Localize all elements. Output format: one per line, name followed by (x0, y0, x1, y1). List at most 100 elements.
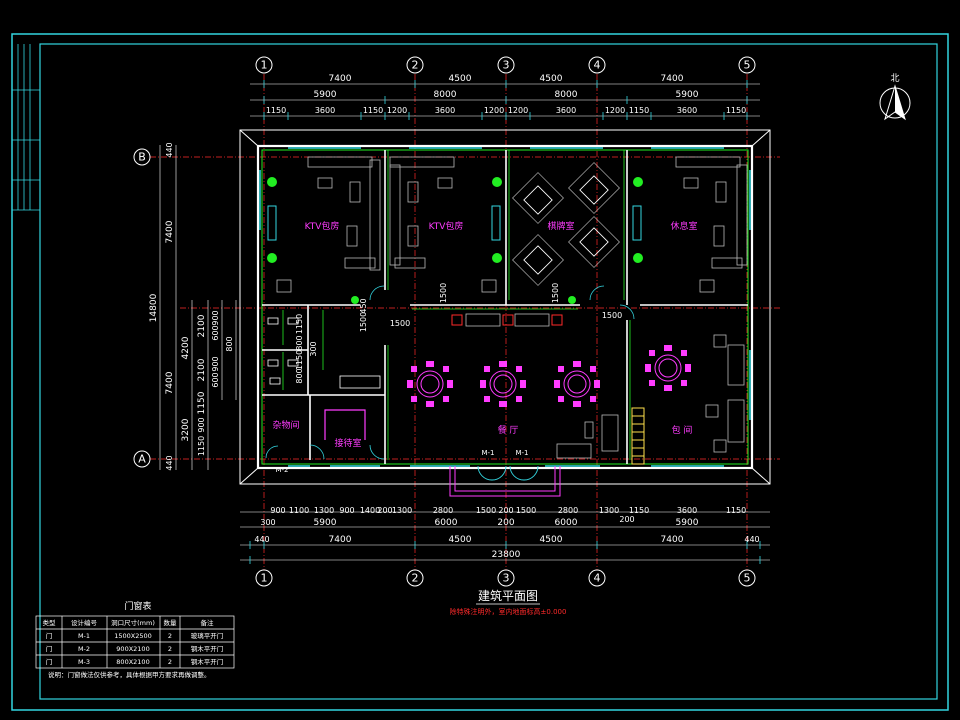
door-table-header-type: 类型 (43, 618, 57, 627)
ktv1-tv (267, 205, 277, 241)
left-dim-a: 7400 (165, 220, 175, 243)
door-table-title: 门窗表 (124, 600, 151, 612)
room-private: 包 间 (672, 424, 693, 436)
bottom-dim-1-13: 1300 (599, 506, 619, 515)
door-table-r2-code: M-2 (78, 645, 90, 653)
door-table-r2-note: 钢木平开门 (191, 644, 224, 653)
left-dim-c: 4200 (181, 336, 191, 359)
binding-margin (12, 44, 40, 211)
bottom-dim-2-5: 6000 (555, 518, 578, 528)
bottom-dim-3-1: 440 (254, 535, 269, 544)
inner-dim-4: 800 (295, 368, 304, 383)
top-dim-3-6: 1200 (484, 106, 504, 115)
door-table-header-qty: 数量 (164, 618, 178, 627)
dining-chairs (407, 345, 691, 407)
top-dim-2-4: 5900 (676, 90, 699, 100)
top-dimension-lines (250, 83, 760, 117)
ktv2-sofas (389, 156, 497, 293)
axis-top-5: 5 (744, 59, 751, 72)
bottom-dim-2-6: 200 (619, 515, 634, 524)
top-dim-3-8: 3600 (556, 106, 576, 115)
outer-frame (11, 33, 949, 711)
axis-top-2: 2 (412, 59, 419, 72)
reception-desk (324, 409, 366, 440)
top-dim-3-7: 1200 (508, 106, 528, 115)
bottom-dim-1-8: 2800 (433, 506, 453, 515)
bottom-dim-1-7: 1300 (392, 506, 412, 515)
door-table-grid (35, 615, 235, 669)
room-reception: 接待室 (334, 437, 361, 449)
private-room-sofas (705, 334, 745, 453)
axis-bottom-1: 1 (261, 572, 268, 585)
interior-walls (262, 150, 748, 464)
top-dim-3-10: 1150 (629, 106, 649, 115)
left-dim-n: 600 (211, 325, 220, 340)
bottom-dim-1-2: 1100 (289, 506, 309, 515)
lounge-tv (632, 205, 642, 241)
axis-bottom-5: 5 (744, 572, 751, 585)
ktv2-tv (491, 205, 501, 241)
bottom-dim-2-1: 300 (260, 518, 275, 527)
left-dim-h: 900 (197, 417, 206, 432)
inner-dim-6: 450 (359, 298, 368, 313)
bottom-dim-1-15: 3600 (677, 506, 697, 515)
interior-green-lines (387, 150, 631, 460)
top-dim-3-12: 1150 (726, 106, 746, 115)
inner-dim-5: 1500 (359, 312, 368, 332)
top-dim-2-3: 8000 (555, 90, 578, 100)
axis-bubbles-bottom (255, 569, 756, 587)
drawing-subtitle: 除特殊注明外，室内地面标高±0.000 (450, 607, 567, 616)
corridor-sofas (465, 313, 550, 327)
inner-dim-8: 1500 (390, 319, 410, 328)
bottom-dim-1-9: 1500 (476, 506, 496, 515)
bottom-dim-1-6: 200 (377, 506, 392, 515)
bottom-dim-2-3: 6000 (435, 518, 458, 528)
top-dim-3-4: 1200 (387, 106, 407, 115)
top-dim-3-3: 1150 (363, 106, 383, 115)
left-dim-total: 14800 (149, 293, 159, 322)
door-table-header-note: 备注 (201, 618, 215, 627)
top-dim-3-1: 1150 (266, 106, 286, 115)
room-ktv2: KTV包房 (429, 220, 464, 232)
left-dim-b: 7400 (165, 371, 175, 394)
top-dim-3-5: 3600 (435, 106, 455, 115)
inner-dim-10: 1500 (551, 283, 560, 303)
left-dim-m: 900 (211, 310, 220, 325)
drawing-title: 建筑平面图 (478, 588, 538, 603)
bottom-dim-3-5: 7400 (661, 535, 684, 545)
door-table-header-code: 设计编号 (71, 618, 98, 627)
bottom-dim-total: 23800 (492, 550, 521, 560)
bottom-dim-1-10: 200 (498, 506, 513, 515)
bottom-dim-3-3: 4500 (449, 535, 472, 545)
top-dim-2-1: 5900 (314, 90, 337, 100)
bottom-dim-1-5: 1400 (360, 506, 380, 515)
door-table-r2-type: 门 (46, 644, 53, 653)
bottom-dim-3-4: 4500 (540, 535, 563, 545)
dining-round-tables (416, 354, 682, 398)
left-dim-l: 800 (225, 336, 234, 351)
north-arrow-icon: 北 (879, 73, 911, 121)
axis-top-3: 3 (503, 59, 510, 72)
axis-left-A: A (138, 453, 146, 466)
ktv1-sofas (276, 156, 381, 293)
left-dim-f: 2100 (197, 358, 207, 381)
axis-bottom-4: 4 (594, 572, 601, 585)
bottom-dim-2-4: 200 (497, 518, 514, 528)
axis-top-1: 1 (261, 59, 268, 72)
inner-dim-7: 300 (309, 341, 318, 356)
entrance-doors (477, 465, 539, 481)
door-table-note: 说明：门窗做法仅供参考，具体根据甲方要求再做调整。 (48, 670, 211, 679)
bottom-dim-1-16: 1150 (726, 506, 746, 515)
top-dim-3-2: 3600 (315, 106, 335, 115)
door-label-m1-right: M-1 (515, 449, 528, 457)
door-table-r2-qty: 2 (168, 645, 172, 653)
door-table-r1-qty: 2 (168, 632, 172, 640)
left-dim-d: 3200 (181, 418, 191, 441)
inner-frame (39, 43, 938, 700)
door-table-r1-note: 玻璃平开门 (191, 631, 224, 640)
left-dim-g: 1150 (197, 391, 207, 414)
dining-sideboards (556, 414, 619, 459)
door-table-r1-type: 门 (46, 631, 53, 640)
bottom-dim-1-11: 1500 (516, 506, 536, 515)
